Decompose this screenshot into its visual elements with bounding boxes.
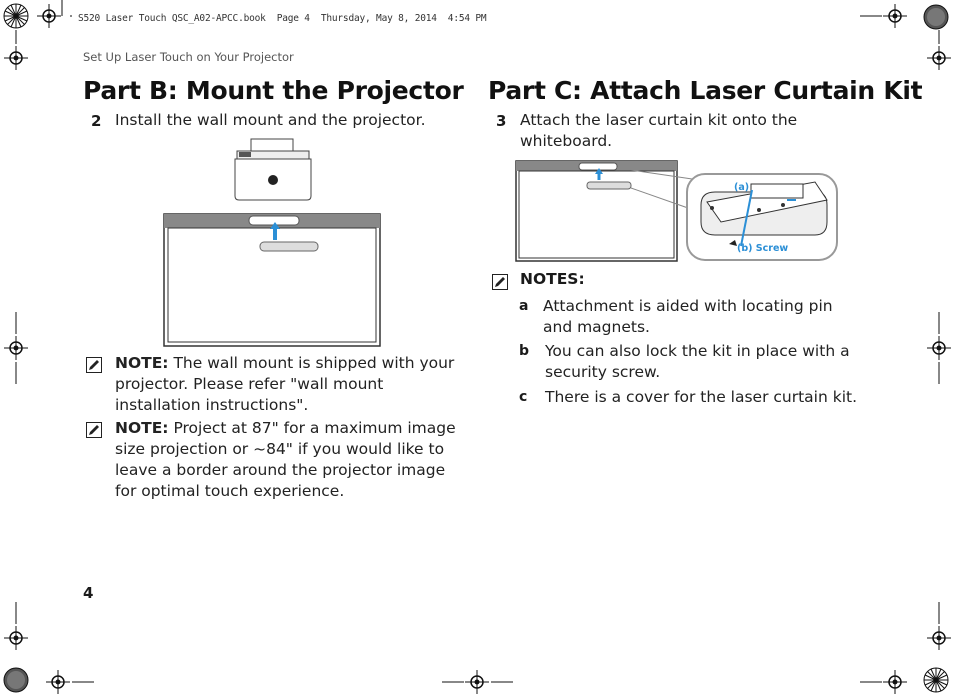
note-pencil-icon xyxy=(86,357,102,377)
step-text: Install the wall mount and the projector… xyxy=(115,111,426,129)
part-c-title: Part C: Attach Laser Curtain Kit xyxy=(488,76,923,105)
note-label: NOTE: xyxy=(115,419,169,437)
crosshair-mark-icon xyxy=(927,336,951,360)
note-letter: a xyxy=(519,298,529,314)
note-pencil-icon xyxy=(492,274,508,294)
callout-a: (a) xyxy=(734,182,750,193)
note-1: NOTE: The wall mount is shipped with you… xyxy=(115,353,465,416)
part-b-title: Part B: Mount the Projector xyxy=(83,76,464,105)
print-header: S520 Laser Touch QSC_A02-APCC.book Page … xyxy=(78,13,487,24)
crosshair-mark-icon xyxy=(46,670,70,694)
note-b-line-1: You can also lock the kit in place with … xyxy=(545,342,850,360)
running-head: Set Up Laser Touch on Your Projector xyxy=(83,50,294,64)
note-a-line-1: Attachment is aided with locating pin xyxy=(543,297,833,315)
laser-curtain-illustration xyxy=(515,160,838,262)
crosshair-mark-icon xyxy=(4,46,28,70)
note-body: The wall mount is shipped with your proj… xyxy=(115,354,455,414)
step-text-line-1: Attach the laser curtain kit onto the xyxy=(520,111,798,129)
crosshair-mark-icon xyxy=(883,670,907,694)
crosshair-mark-icon xyxy=(927,46,951,70)
starburst-mark-icon xyxy=(922,3,950,31)
note-label: NOTE: xyxy=(115,354,169,372)
projector-illustration xyxy=(234,138,312,201)
notes-label: NOTES: xyxy=(520,270,585,288)
starburst-mark-icon xyxy=(2,2,30,30)
note-pencil-icon xyxy=(86,422,102,442)
crosshair-mark-icon xyxy=(37,4,61,28)
page-number: 4 xyxy=(83,584,94,602)
note-c-line-1: There is a cover for the laser curtain k… xyxy=(545,388,858,406)
starburst-mark-icon xyxy=(922,666,950,694)
whiteboard-illustration xyxy=(163,213,381,347)
crosshair-mark-icon xyxy=(4,336,28,360)
note-a-line-2: and magnets. xyxy=(543,318,650,336)
note-letter: b xyxy=(519,343,530,359)
note-b-line-2: security screw. xyxy=(545,363,661,381)
note-2: NOTE: Project at 87" for a maximum image… xyxy=(115,418,465,502)
note-body: Project at 87" for a maximum image size … xyxy=(115,419,456,500)
crosshair-mark-icon xyxy=(883,4,907,28)
note-letter: c xyxy=(519,389,528,405)
step-number: 3 xyxy=(496,112,507,130)
starburst-mark-icon xyxy=(2,666,30,694)
step-number: 2 xyxy=(91,112,102,130)
step-text-line-2: whiteboard. xyxy=(520,132,613,150)
crosshair-mark-icon xyxy=(465,670,489,694)
crosshair-mark-icon xyxy=(4,626,28,650)
callout-b-screw: (b) Screw xyxy=(737,243,789,254)
crosshair-mark-icon xyxy=(927,626,951,650)
